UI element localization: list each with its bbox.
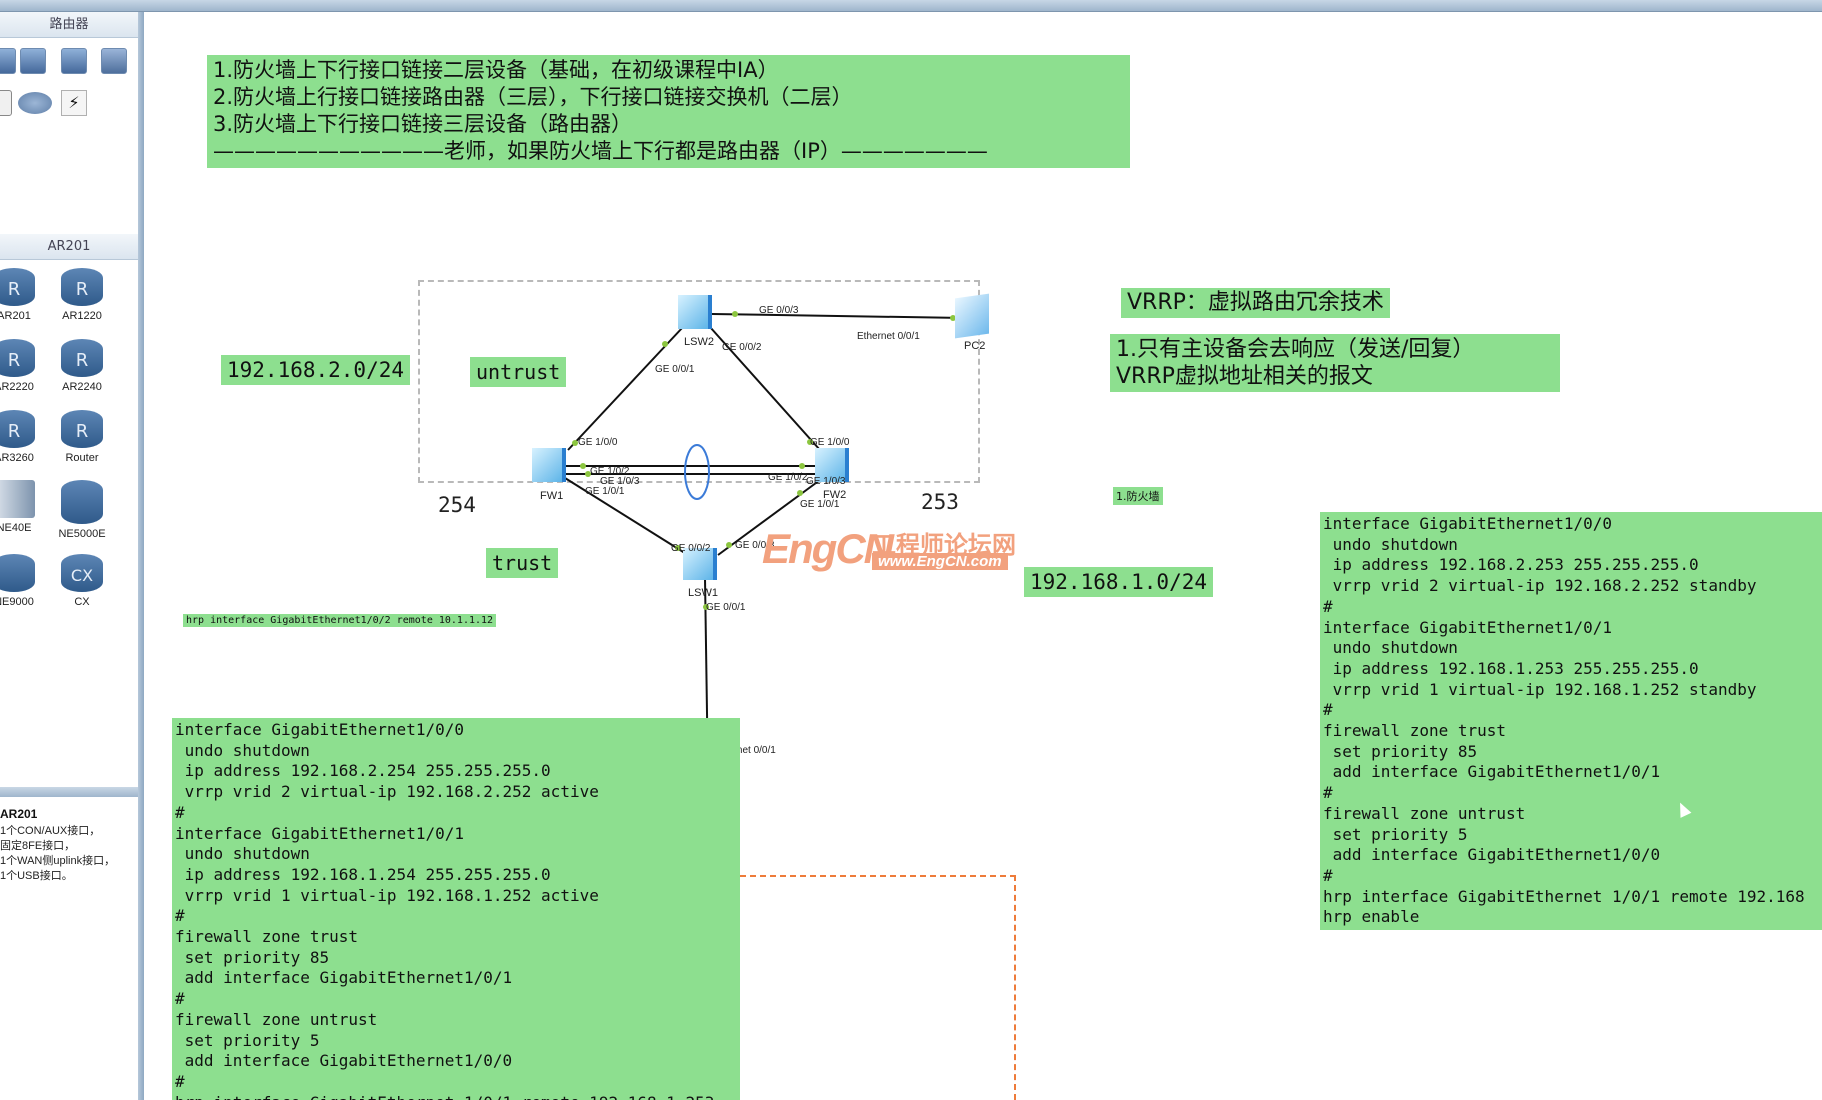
orange-dashed-area-side[interactable] <box>1014 875 1016 1100</box>
router-icon: R <box>61 339 103 377</box>
lsw2-switch-icon[interactable] <box>678 295 712 329</box>
wireless-ap-icon[interactable] <box>61 48 87 74</box>
lsw1-switch-icon[interactable] <box>683 548 717 580</box>
device-cx[interactable]: CX CX <box>34 554 130 608</box>
fw2-host-number[interactable]: 253 <box>921 490 959 514</box>
port-label: GE 0/0/1 <box>706 602 746 613</box>
fw2-firewall-icon[interactable] <box>815 448 849 482</box>
untrust-area-rectangle[interactable] <box>418 280 980 483</box>
palette-scrollbar[interactable] <box>138 12 144 1100</box>
chassis-icon <box>0 480 35 518</box>
port-label: GE 0/0/2 <box>671 543 711 554</box>
port-label: GE 0/0/3 <box>759 305 799 316</box>
fw1-host-number[interactable]: 254 <box>438 493 476 517</box>
firewall-icon[interactable] <box>101 48 127 74</box>
pc2-label: PC2 <box>964 340 986 352</box>
serial-link-icon[interactable]: ⚡ <box>61 90 87 116</box>
fw2-config-box[interactable]: interface GigabitEthernet1/0/0 undo shut… <box>1320 512 1822 930</box>
cloud-icon[interactable] <box>18 92 52 114</box>
firewall-small-note[interactable]: 1.防火墙 <box>1113 487 1163 505</box>
device-ar2240[interactable]: R AR2240 <box>34 339 130 393</box>
lsw1-label: LSW1 <box>688 587 718 599</box>
fw1-firewall-icon[interactable] <box>532 448 566 482</box>
subnet-lower-label[interactable]: 192.168.1.0/24 <box>1024 567 1214 597</box>
zone-trust-label[interactable]: trust <box>486 548 559 578</box>
router-icon: R <box>0 339 35 377</box>
device-ar2220[interactable]: R AR2220 <box>0 339 62 393</box>
port-label: Ethernet 0/0/1 <box>857 331 920 342</box>
core-router-icon <box>0 554 35 592</box>
port-label: GE 0/0/3 <box>735 540 775 551</box>
router-icon[interactable] <box>0 48 16 74</box>
router-icon: R <box>0 268 35 306</box>
device-info-title: AR201 <box>0 807 38 821</box>
vrrp-note-box[interactable]: 1.只有主设备会去响应（发送/回复） VRRP虚拟地址相关的报文 <box>1110 334 1560 392</box>
engcn-watermark: EngCN 工程师论坛网 www.EngCN.com <box>762 525 1062 575</box>
link-aggregation-ellipse <box>684 444 710 500</box>
core-router-icon <box>61 480 103 524</box>
orange-dashed-area-top[interactable] <box>740 875 1016 877</box>
hrp-small-note[interactable]: hrp interface GigabitEthernet1/0/2 remot… <box>183 614 497 627</box>
router-icon: R <box>61 410 103 448</box>
vrrp-title-box[interactable]: VRRP：虚拟路由冗余技术 <box>1121 288 1390 318</box>
subnet-upper-label[interactable]: 192.168.2.0/24 <box>221 355 411 385</box>
device-palette: 路由器 ⚡ AR201 R AR201 R AR1220 R AR2220 R … <box>0 12 138 1100</box>
port-label: GE 0/0/1 <box>655 364 695 375</box>
pc-icon[interactable] <box>0 90 12 116</box>
port-label: GE 1/0/1 <box>800 499 840 510</box>
port-label: GE 1/0/0 <box>578 437 618 448</box>
fw1-label: FW1 <box>540 490 564 502</box>
device-ne5000e[interactable]: NE5000E <box>34 480 130 540</box>
fw1-config-box[interactable]: interface GigabitEthernet1/0/0 undo shut… <box>172 718 740 1100</box>
port-label: GE 1/0/2 <box>768 472 808 483</box>
palette-category-header[interactable]: 路由器 <box>0 12 138 38</box>
device-ar1220[interactable]: R AR1220 <box>34 268 130 322</box>
port-label: GE 1/0/3 <box>806 476 846 487</box>
device-ne9000[interactable]: NE9000 <box>0 554 62 608</box>
window-title-bar <box>0 0 1822 12</box>
device-router[interactable]: R Router <box>34 410 130 464</box>
pc2-icon[interactable] <box>955 293 989 339</box>
switch-icon[interactable] <box>20 48 46 74</box>
router-icon: R <box>0 410 35 448</box>
port-label: GE 1/0/1 <box>585 486 625 497</box>
port-label: GE 0/0/2 <box>722 342 762 353</box>
router-icon: R <box>61 268 103 306</box>
device-ar3260[interactable]: R AR3260 <box>0 410 62 464</box>
port-label: GE 1/0/0 <box>810 437 850 448</box>
device-ar201[interactable]: R AR201 <box>0 268 62 322</box>
palette-subcategory-header: AR201 <box>0 234 138 260</box>
device-ne40e[interactable]: NE40E <box>0 480 62 534</box>
cx-router-icon: CX <box>61 554 103 592</box>
zone-untrust-label[interactable]: untrust <box>470 357 567 387</box>
watermark-url: www.EngCN.com <box>872 553 1008 570</box>
port-label: Ethernet 0/0/1 <box>713 745 776 756</box>
port-label: GE 1/0/2 <box>590 466 630 477</box>
device-info-description: 1个CON/AUX接口， 固定8FE接口， 1个WAN侧uplink接口， 1个… <box>0 825 116 882</box>
palette-splitter[interactable] <box>0 787 138 797</box>
notes-top-box[interactable]: 1.防火墙上下行接口链接二层设备（基础，在初级课程中IA） 2.防火墙上行接口链… <box>207 55 1130 168</box>
lsw2-label: LSW2 <box>684 336 714 348</box>
port-label: GE 1/0/3 <box>600 476 640 487</box>
fw2-label: FW2 <box>823 489 847 501</box>
